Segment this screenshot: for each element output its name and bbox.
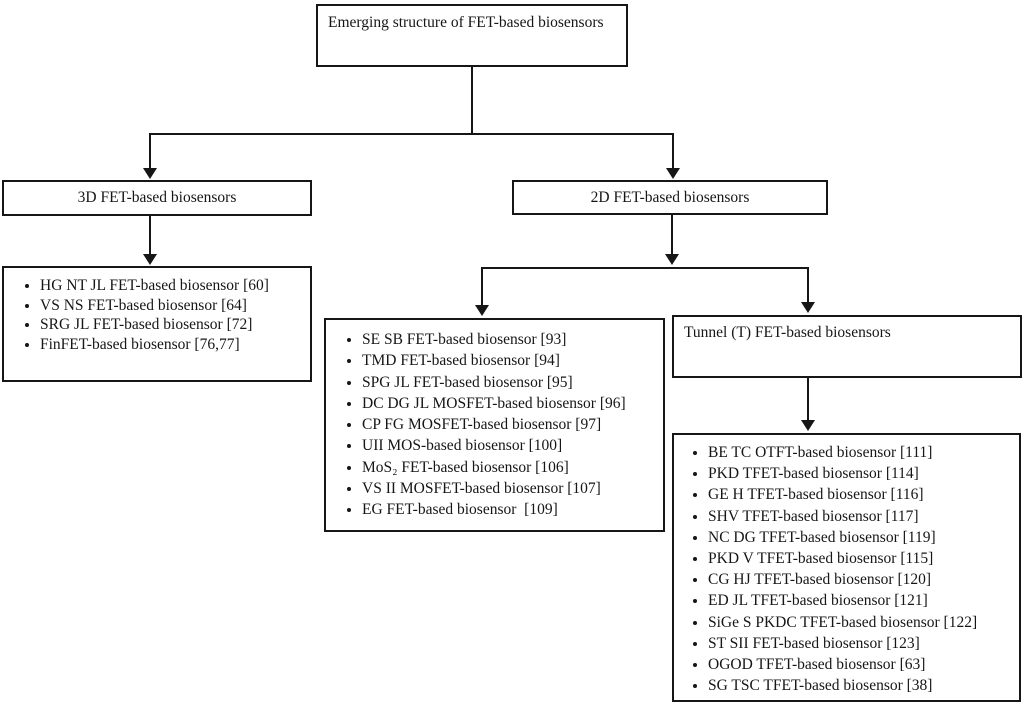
list-item: VS II MOSFET-based biosensor [107]	[362, 478, 661, 499]
list-item: GE H TFET-based biosensor [116]	[708, 484, 1017, 505]
list-item: PKD V TFET-based biosensor [115]	[708, 548, 1017, 569]
node-root-label: Emerging structure of FET-based biosenso…	[328, 14, 604, 31]
node-root: Emerging structure of FET-based biosenso…	[316, 4, 628, 67]
connector-2d-stem	[671, 215, 673, 256]
arrowhead-down-icon	[143, 168, 157, 179]
list-item: FinFET-based biosensor [76,77]	[40, 335, 306, 355]
2d-fet-item-list: SE SB FET-based biosensor [93]TMD FET-ba…	[326, 320, 663, 521]
node-2d-fet-list: SE SB FET-based biosensor [93]TMD FET-ba…	[324, 318, 665, 532]
connector-3d-stem	[149, 216, 151, 256]
3d-fet-item-list: HG NT JL FET-based biosensor [60]VS NS F…	[4, 268, 310, 354]
list-item: SiGe S PKDC TFET-based biosensor [122]	[708, 612, 1017, 633]
connector-tunnel-stem	[807, 378, 809, 422]
list-item: MoS₂ FET-based biosensor [106]	[362, 457, 661, 478]
list-item: OGOD TFET-based biosensor [63]	[708, 654, 1017, 675]
list-item: SRG JL FET-based biosensor [72]	[40, 315, 306, 335]
list-item: VS NS FET-based biosensor [64]	[40, 296, 306, 316]
connector-level1-right-drop	[672, 133, 674, 169]
list-item: TMD FET-based biosensor [94]	[362, 350, 661, 371]
arrowhead-down-icon	[801, 420, 815, 431]
list-item: PKD TFET-based biosensor [114]	[708, 463, 1017, 484]
list-item: SG TSC TFET-based biosensor [38]	[708, 675, 1017, 696]
node-tunnel-fet: Tunnel (T) FET-based biosensors	[672, 315, 1022, 378]
list-item: BE TC OTFT-based biosensor [111]	[708, 442, 1017, 463]
node-2d-fet-label: 2D FET-based biosensors	[590, 188, 750, 206]
arrowhead-down-icon	[666, 168, 680, 179]
node-3d-fet: 3D FET-based biosensors	[2, 180, 312, 216]
node-tunnel-fet-list: BE TC OTFT-based biosensor [111]PKD TFET…	[672, 433, 1021, 702]
connector-level1-left-drop	[149, 133, 151, 169]
list-item: CP FG MOSFET-based biosensor [97]	[362, 414, 661, 435]
list-item: UII MOS-based biosensor [100]	[362, 435, 661, 456]
list-item: ST SII FET-based biosensor [123]	[708, 633, 1017, 654]
connector-level2-bar	[481, 267, 809, 269]
arrowhead-down-icon	[143, 254, 157, 265]
list-item: NC DG TFET-based biosensor [119]	[708, 527, 1017, 548]
list-item: SHV TFET-based biosensor [117]	[708, 506, 1017, 527]
list-item: SE SB FET-based biosensor [93]	[362, 329, 661, 350]
node-3d-fet-label: 3D FET-based biosensors	[77, 189, 237, 206]
list-item: ED JL TFET-based biosensor [121]	[708, 590, 1017, 611]
connector-level2-left-drop	[481, 267, 483, 307]
connector-level2-right-drop	[807, 267, 809, 304]
list-item: HG NT JL FET-based biosensor [60]	[40, 276, 306, 296]
list-item: EG FET-based biosensor [109]	[362, 499, 661, 520]
node-3d-fet-list: HG NT JL FET-based biosensor [60]VS NS F…	[2, 266, 312, 382]
list-item: DC DG JL MOSFET-based biosensor [96]	[362, 393, 661, 414]
node-2d-fet: 2D FET-based biosensors	[512, 180, 828, 215]
connector-level1-bar	[149, 133, 674, 135]
arrowhead-down-icon	[475, 305, 489, 316]
tunnel-fet-item-list: BE TC OTFT-based biosensor [111]PKD TFET…	[674, 435, 1019, 696]
arrowhead-down-icon	[801, 302, 815, 313]
node-tunnel-fet-label: Tunnel (T) FET-based biosensors	[684, 324, 891, 341]
connector-root-stem	[471, 67, 473, 133]
arrowhead-down-icon	[665, 254, 679, 265]
list-item: SPG JL FET-based biosensor [95]	[362, 372, 661, 393]
list-item: CG HJ TFET-based biosensor [120]	[708, 569, 1017, 590]
